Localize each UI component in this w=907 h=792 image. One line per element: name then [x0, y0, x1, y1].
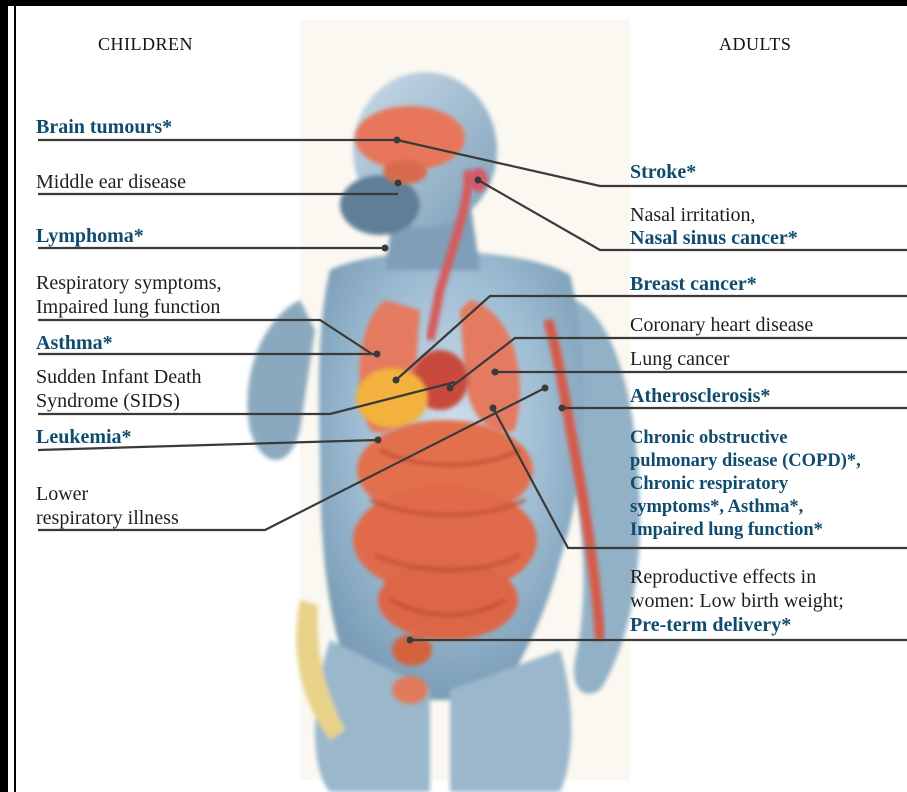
label-line: Nasal sinus cancer* [630, 226, 798, 250]
dot-asthma [374, 351, 381, 358]
label-line: Impaired lung function [36, 295, 222, 319]
label-line: Lower [36, 482, 179, 506]
intestines [353, 420, 537, 640]
label-line: Respiratory symptoms, [36, 271, 222, 295]
label-coronary-heart-disease: Coronary heart disease [630, 313, 813, 337]
header-children: CHILDREN [98, 32, 193, 56]
dot-lower-resp [542, 385, 549, 392]
label-nasal-irritation: Nasal irritation, [630, 203, 756, 227]
label-line: Brain tumours* [36, 115, 172, 139]
label-breast-cancer: Breast cancer* [630, 272, 757, 296]
dot-preterm [407, 637, 414, 644]
label-line: Coronary heart disease [630, 313, 813, 337]
dot-brain [394, 137, 401, 144]
label-line: Lung cancer [630, 347, 729, 371]
label-sids: Sudden Infant Death Syndrome (SIDS) [36, 365, 202, 413]
label-nasal-sinus-cancer: Nasal sinus cancer* [630, 226, 798, 250]
label-atherosclerosis: Atherosclerosis* [630, 384, 770, 408]
label-stroke: Stroke* [630, 160, 696, 184]
label-line: Syndrome (SIDS) [36, 389, 202, 413]
label-line: Reproductive effects in [630, 565, 844, 589]
label-line: respiratory illness [36, 506, 179, 530]
label-line: women: Low birth weight; [630, 589, 844, 613]
label-line: pulmonary disease (COPD)*, [630, 450, 861, 473]
dot-nasal [475, 177, 482, 184]
label-line: Nasal irritation, [630, 203, 756, 227]
label-copd: Chronic obstructive pulmonary disease (C… [630, 427, 861, 542]
dot-athero [559, 405, 566, 412]
label-line: Chronic obstructive [630, 427, 861, 450]
header-adults: ADULTS [719, 32, 791, 56]
label-line: Atherosclerosis* [630, 384, 770, 408]
dot-lymph [382, 245, 389, 252]
label-middle-ear-disease: Middle ear disease [36, 170, 186, 194]
label-line: Breast cancer* [630, 272, 757, 296]
dot-lung [492, 369, 499, 376]
label-line: Pre-term delivery* [630, 613, 791, 637]
label-line: Lymphoma* [36, 224, 144, 248]
label-pre-term-delivery: Pre-term delivery* [630, 613, 791, 637]
dot-breast [393, 377, 400, 384]
label-line: Sudden Infant Death [36, 365, 202, 389]
label-brain-tumours: Brain tumours* [36, 115, 172, 139]
label-asthma: Asthma* [36, 331, 113, 355]
label-lower-respiratory-illness: Lower respiratory illness [36, 482, 179, 530]
label-line: Stroke* [630, 160, 696, 184]
label-leukemia: Leukemia* [36, 425, 132, 449]
label-lung-cancer: Lung cancer [630, 347, 729, 371]
dot-heart [447, 385, 454, 392]
label-line: Middle ear disease [36, 170, 186, 194]
dot-leukemia [375, 437, 382, 444]
dot-ear [395, 180, 402, 187]
label-line: Leukemia* [36, 425, 132, 449]
label-line: Chronic respiratory [630, 473, 861, 496]
label-line: Asthma* [36, 331, 113, 355]
label-line: symptoms*, Asthma*, [630, 496, 861, 519]
label-lymphoma: Lymphoma* [36, 224, 144, 248]
label-respiratory-symptoms: Respiratory symptoms, Impaired lung func… [36, 271, 222, 319]
dot-copd [490, 405, 497, 412]
label-line: Impaired lung function* [630, 519, 861, 542]
label-reproductive-effects: Reproductive effects in women: Low birth… [630, 565, 844, 613]
